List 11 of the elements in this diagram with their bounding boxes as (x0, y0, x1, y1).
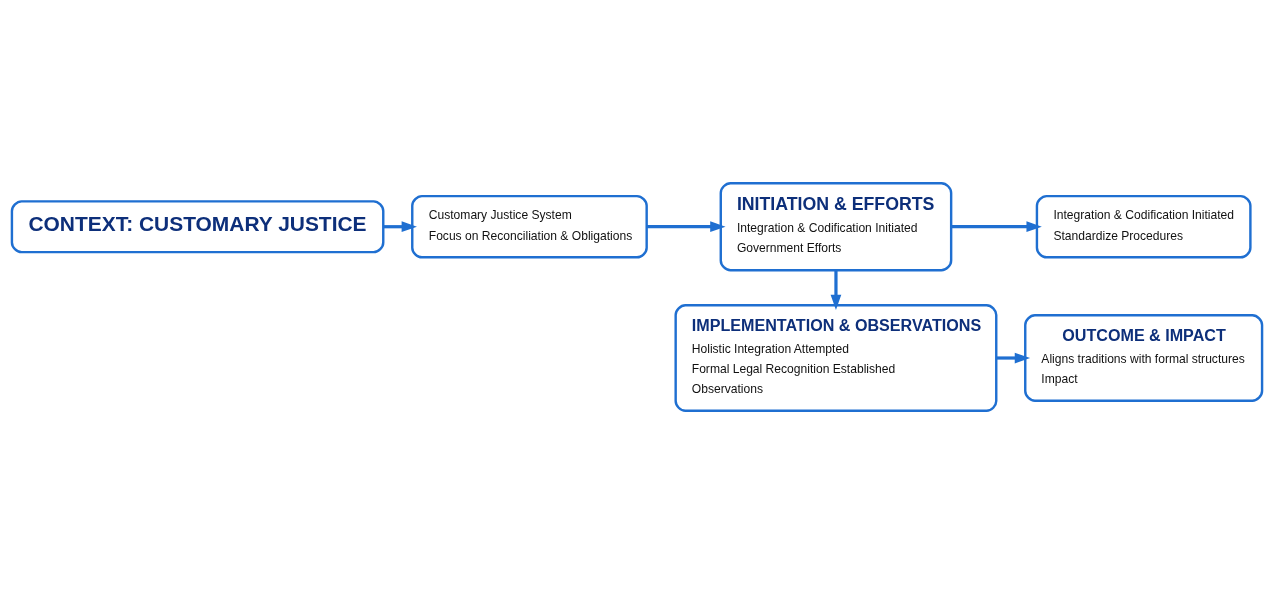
node-box: OUTCOME & IMPACT Aligns traditions with formal structures Impact (1024, 314, 1264, 402)
node-box: IMPLEMENTATION & OBSERVATIONS Holistic Integration Attempted Formal Legal Recognition Established Observations (674, 304, 998, 412)
node-box: Customary Justice System Focus on Reconciliation & Obligations (411, 194, 648, 259)
arrow (996, 352, 1031, 364)
arrow (951, 221, 1042, 233)
arrow (383, 221, 417, 233)
node-box: CONTEXT: CUSTOMARY JUSTICE (10, 200, 385, 254)
node-box: Integration & Codification Initiated Standardize Procedures (1035, 194, 1252, 259)
arrow (830, 270, 842, 311)
node-box: INITIATION & EFFORTS Integration & Codification Initiated Government Efforts (719, 182, 953, 272)
arrow (646, 221, 726, 233)
